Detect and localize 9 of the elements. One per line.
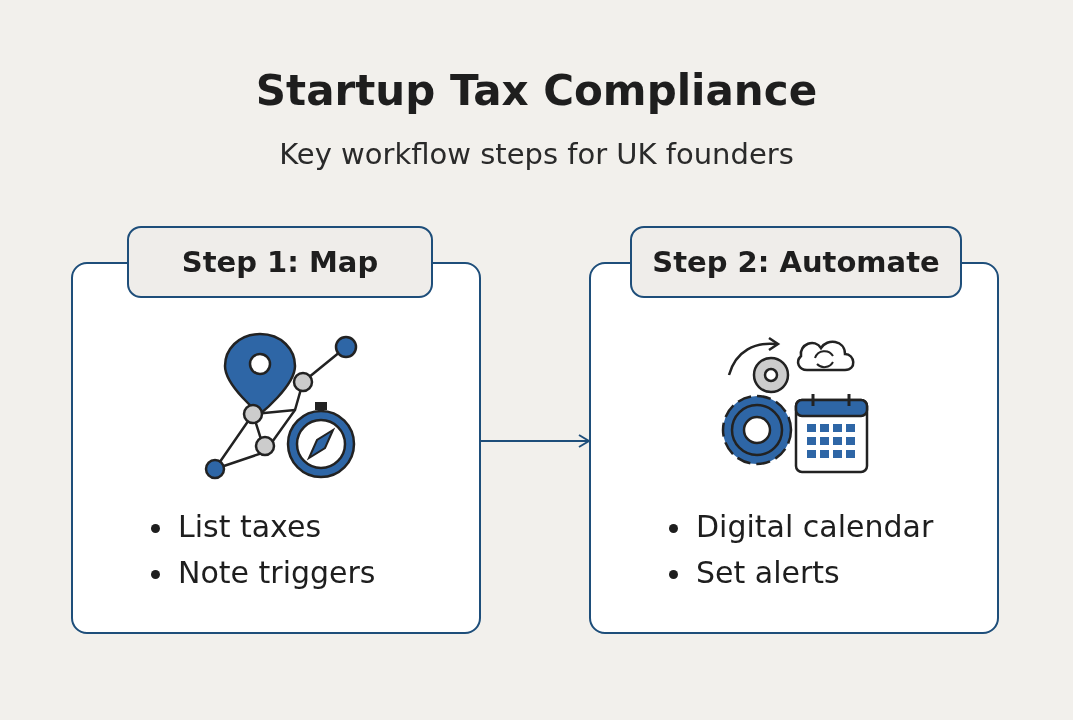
diagram-title: Startup Tax Compliance (254, 66, 819, 115)
heading-tab: Step 2: Automate (630, 226, 962, 298)
heading-tab: Step 1: Map (127, 226, 433, 298)
diagram-subtitle: Key workflow steps for UK founders (278, 137, 795, 171)
bullet-item: List taxes (178, 509, 322, 544)
bullet-item: Digital calendar (696, 509, 934, 544)
bullet-item: Note triggers (178, 555, 376, 590)
bullet-item: Set alerts (696, 555, 840, 590)
arrow (480, 434, 590, 448)
